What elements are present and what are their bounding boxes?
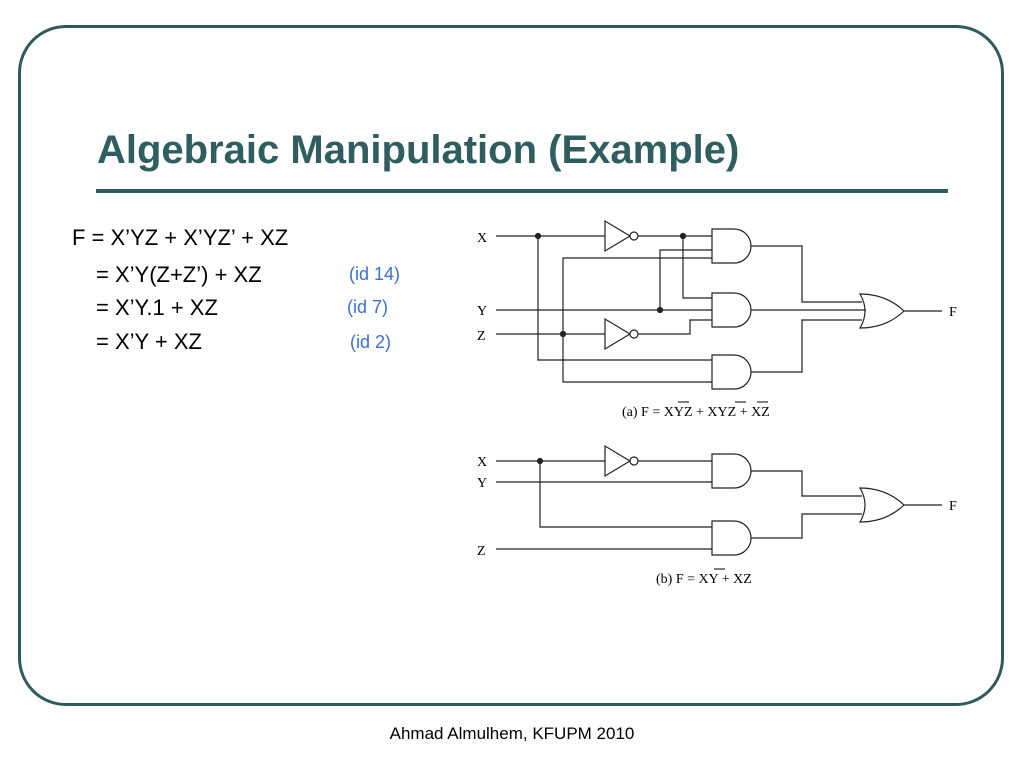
- equation-note-4: (id 2): [350, 332, 392, 352]
- circuit-a-and-gate-1: [711, 228, 752, 264]
- circuit-a-caption: (a) F = XYZ + XYZ + XZ: [622, 405, 770, 420]
- equation-line-3: = X’Y.1 + XZ: [96, 295, 218, 320]
- circuit-b: X Y Z F (b) F = XY + XZ: [477, 444, 957, 587]
- circuit-a-wire-y: [496, 249, 712, 311]
- circuit-b-input-x-label: X: [477, 455, 487, 470]
- circuit-b-wire-x-and2: [539, 461, 712, 528]
- circuit-b-input-z-label: Z: [477, 544, 486, 559]
- title-underline: [96, 189, 948, 193]
- circuit-a: X Y Z: [477, 219, 957, 420]
- circuit-a-output-label: F: [949, 305, 957, 320]
- slide-title: Algebraic Manipulation (Example): [97, 128, 740, 172]
- circuit-a-wire-and1-or: [751, 245, 862, 303]
- circuit-a-wire-zbar: [638, 319, 712, 335]
- circuit-a-or-gate: [859, 293, 905, 329]
- circuit-b-wire-and1-or: [751, 470, 862, 497]
- circuit-a-not-gate-z: [604, 317, 632, 351]
- circuit-a-wire-x-and3: [537, 236, 712, 361]
- circuit-b-and-gate-2: [711, 520, 752, 556]
- equation-line-1: F = X’YZ + X’YZ’ + XZ: [72, 225, 289, 250]
- slide-frame: [18, 25, 1004, 706]
- circuit-b-output-label: F: [949, 499, 957, 514]
- circuit-b-and-gate-1: [711, 453, 752, 489]
- circuit-b-wire-and2-or: [751, 513, 862, 539]
- circuit-a-input-x-label: X: [477, 231, 487, 246]
- equation-line-4: = X’Y + XZ: [96, 329, 202, 354]
- circuit-a-input-z-label: Z: [477, 329, 486, 344]
- circuit-b-or-gate: [859, 487, 905, 523]
- circuit-b-input-y-label: Y: [477, 476, 487, 491]
- circuit-a-and-gate-2: [711, 292, 752, 328]
- circuit-a-input-y-label: Y: [477, 304, 487, 319]
- equation-note-3: (id 7): [347, 297, 389, 317]
- circuit-a-not-gate-x: [604, 219, 632, 253]
- circuit-a-and-gate-3: [711, 354, 752, 390]
- circuit-a-not-bubble-x: [629, 231, 639, 241]
- circuit-a-wire-xbar-and2: [682, 236, 712, 299]
- circuit-a-wire-z-and1: [562, 257, 712, 334]
- equation-line-2: = X’Y(Z+Z’) + XZ: [96, 262, 262, 287]
- circuit-a-wire-and3-or: [751, 319, 862, 373]
- circuit-b-not-gate-x: [604, 444, 632, 478]
- circuit-a-wire-z-and3: [562, 334, 712, 383]
- circuit-b-caption: (b) F = XY + XZ: [656, 572, 752, 587]
- equation-note-2: (id 14): [349, 264, 401, 284]
- slide-footer: Ahmad Almulhem, KFUPM 2010: [389, 724, 635, 743]
- circuit-a-junction-x: [534, 232, 542, 240]
